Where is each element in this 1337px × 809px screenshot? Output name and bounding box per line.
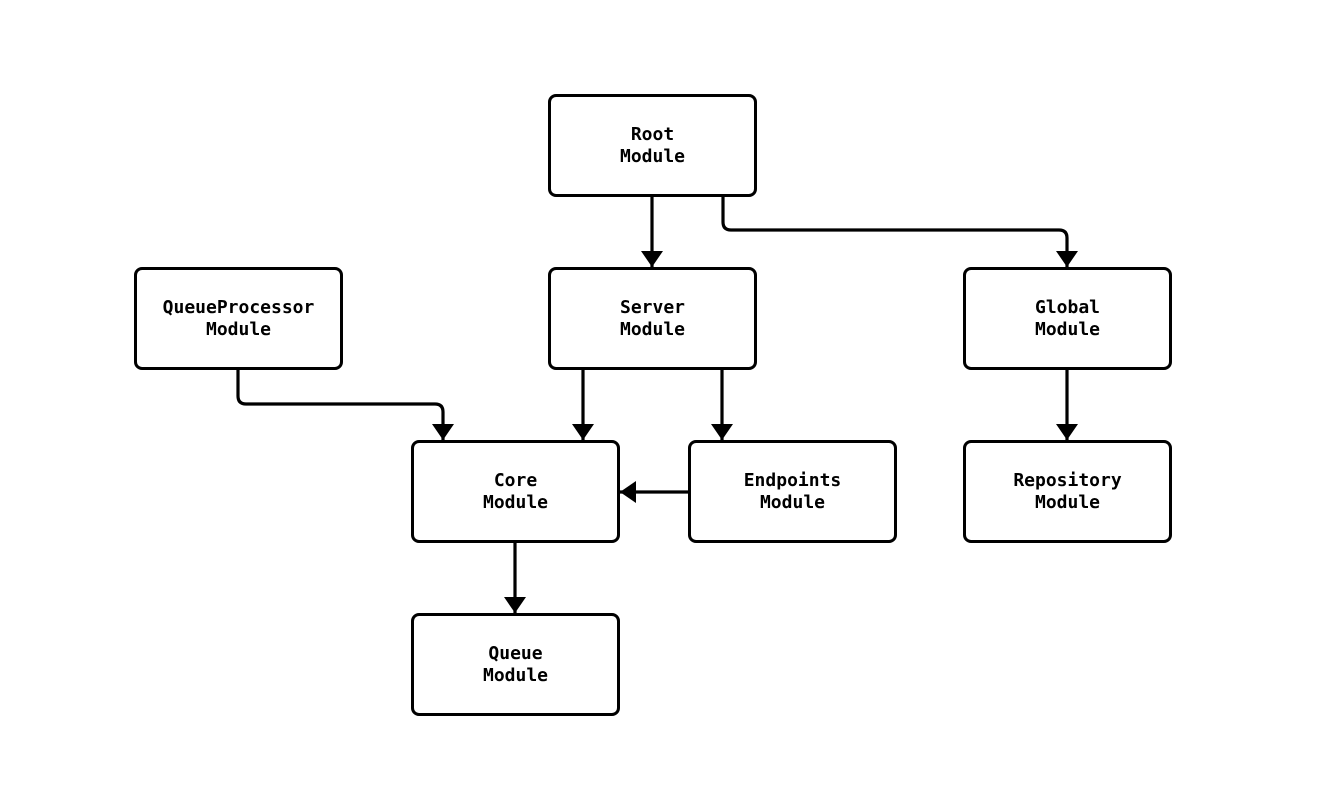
node-queue-module: Queue Module bbox=[411, 613, 620, 716]
node-label: Global Module bbox=[1034, 296, 1101, 340]
node-root-module: Root Module bbox=[548, 94, 757, 197]
node-core-module: Core Module bbox=[411, 440, 620, 543]
edge-queueprocessor-to-core bbox=[236, 370, 454, 440]
node-label: QueueProcessor Module bbox=[162, 296, 315, 340]
node-repository-module: Repository Module bbox=[963, 440, 1172, 543]
edge-root-to-global bbox=[721, 197, 1078, 267]
node-label: Server Module bbox=[619, 296, 686, 340]
node-endpoints-module: Endpoints Module bbox=[688, 440, 897, 543]
node-label: Root Module bbox=[619, 123, 686, 167]
node-label: Repository Module bbox=[1013, 469, 1122, 513]
node-global-module: Global Module bbox=[963, 267, 1172, 370]
node-server-module: Server Module bbox=[548, 267, 757, 370]
node-label: Endpoints Module bbox=[743, 469, 842, 513]
node-label: Queue Module bbox=[482, 642, 549, 686]
node-queueprocessor-module: QueueProcessor Module bbox=[134, 267, 343, 370]
node-label: Core Module bbox=[482, 469, 549, 513]
